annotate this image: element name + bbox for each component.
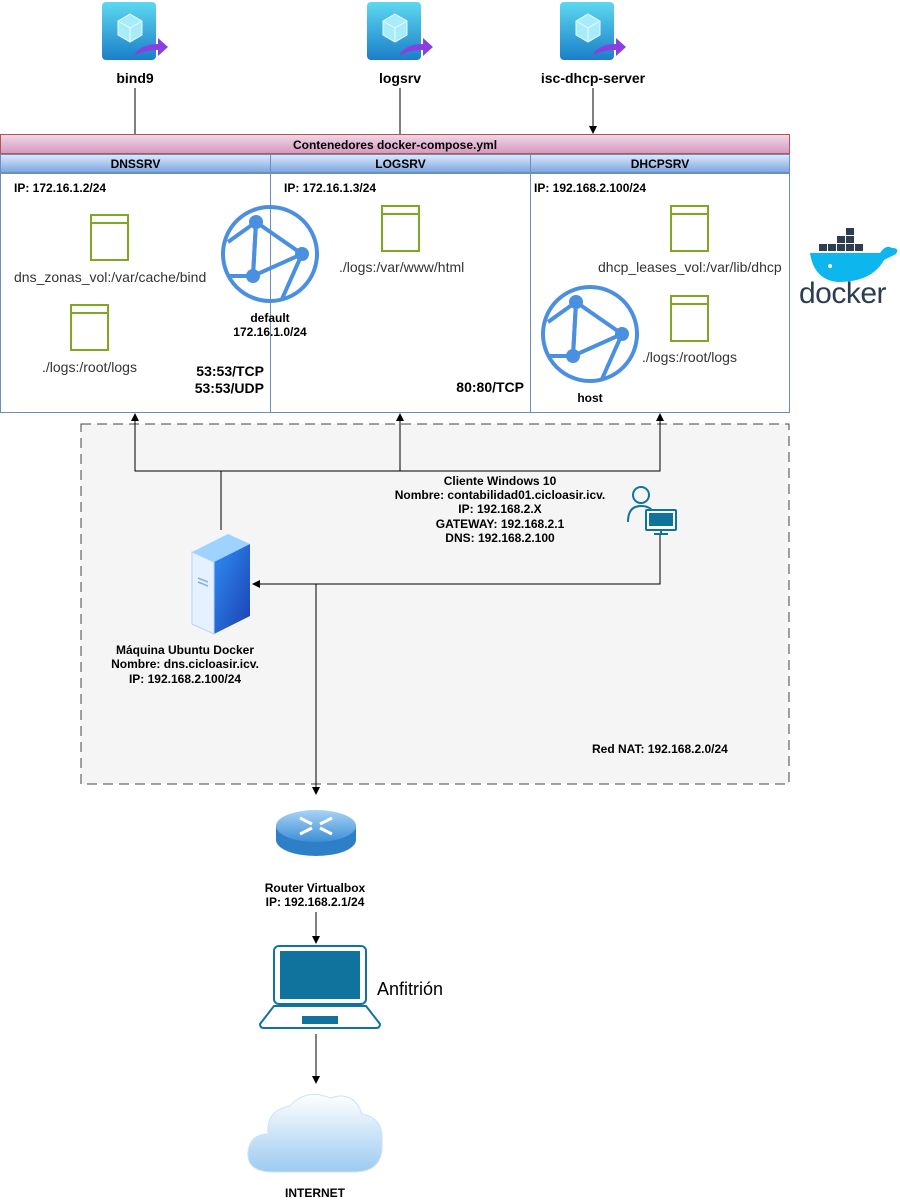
logsrv-port-1: 80:80/TCP — [456, 379, 524, 395]
server-name: Nombre: dns.cicloasir.icv. — [111, 657, 259, 671]
network-icon — [541, 285, 639, 383]
volume-icon — [670, 205, 709, 252]
image-label-bind9: bind9 — [116, 70, 154, 86]
client-ip: IP: 192.168.2.X — [458, 502, 542, 516]
logsrv-ip: IP: 172.16.1.3/24 — [284, 181, 377, 195]
dnssrv-volume-1: dns_zonas_vol:/var/cache/bind — [14, 269, 207, 285]
docker-image-icon — [560, 2, 626, 60]
server-ip: IP: 192.168.2.100/24 — [128, 672, 242, 686]
network-host-name: host — [577, 391, 603, 405]
dhcpsrv-ip: IP: 192.168.2.100/24 — [534, 181, 647, 195]
image-icon-bind9 — [100, 0, 170, 64]
dnssrv-ip: IP: 172.16.1.2/24 — [14, 181, 107, 195]
dnssrv-volume-2: ./logs:/root/logs — [42, 359, 137, 375]
service-pane-dhcpsrv — [530, 173, 790, 413]
bus-to-dnssrv — [131, 413, 222, 530]
service-header-dnssrv: DNSSRV — [0, 154, 271, 173]
dhcpsrv-volume-1: dhcp_leases_vol:/var/lib/dhcp — [598, 259, 782, 275]
router-ip: IP: 192.168.2.1/24 — [265, 895, 365, 909]
volume-icon — [90, 214, 129, 261]
docker-whale-icon — [810, 228, 898, 282]
network-default-name: default — [250, 311, 290, 325]
network-default-subnet: 172.16.1.0/24 — [233, 325, 307, 339]
volume-icon — [381, 205, 420, 252]
server-icon — [191, 534, 250, 635]
image-icon-logsrv — [365, 0, 435, 64]
volume-icon — [70, 304, 109, 351]
service-header-logsrv: LOGSRV — [270, 154, 531, 173]
compose-title-bar: Contenedores docker-compose.yml — [0, 134, 790, 154]
docker-logo-text: docker — [799, 277, 887, 310]
network-icon — [221, 205, 319, 303]
docker-image-icon — [367, 2, 433, 60]
nat-label: Red NAT: 192.168.2.0/24 — [592, 742, 728, 756]
cloud-icon — [247, 1093, 383, 1173]
laptop-icon — [258, 945, 382, 1029]
service-pane-dnssrv — [0, 173, 271, 413]
image-label-logsrv: logsrv — [378, 70, 421, 86]
dnssrv-port-2: 53:53/UDP — [194, 380, 264, 396]
client-gateway: GATEWAY: 192.168.2.1 — [435, 517, 565, 531]
volume-icon — [670, 295, 709, 342]
image-label-isc-dhcp-server: isc-dhcp-server — [540, 70, 646, 86]
client-workstation-icon — [627, 486, 677, 535]
router-icon — [276, 810, 356, 856]
service-header-dhcpsrv: DHCPSRV — [530, 154, 790, 173]
client-name: Nombre: contabilidad01.cicloasir.icv. — [394, 488, 606, 502]
dnssrv-port-1: 53:53/TCP — [196, 363, 264, 379]
internet-label: INTERNET — [285, 1186, 345, 1200]
client-dns: DNS: 192.168.2.100 — [445, 531, 555, 545]
dhcpsrv-volume-2: ./logs:/root/logs — [642, 349, 737, 365]
image-icon-isc-dhcp-server — [558, 0, 628, 64]
bus-to-dhcpsrv — [400, 413, 664, 472]
server-title: Máquina Ubuntu Docker — [115, 643, 254, 657]
logsrv-volume-1: ./logs:/var/www/html — [339, 259, 465, 275]
docker-image-icon — [102, 2, 168, 60]
client-title: Cliente Windows 10 — [443, 474, 557, 488]
client-to-server — [252, 535, 661, 588]
router-title: Router Virtualbox — [264, 881, 366, 895]
host-label: Anfitrión — [377, 979, 444, 999]
